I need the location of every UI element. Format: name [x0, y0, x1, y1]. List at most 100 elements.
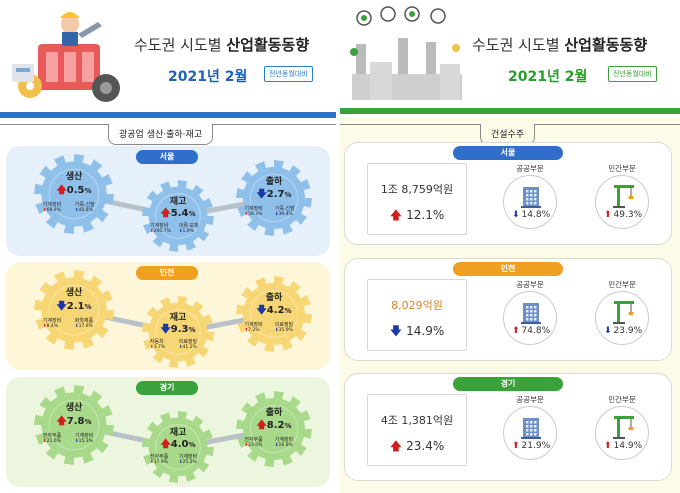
sub-industry-change: ⬇35.9% [275, 328, 293, 333]
inventory-gear: 재고🡅5.4%기계장비⬆240.7%의류·모피⬇1.9% [142, 180, 214, 252]
up-arrow-icon: ⬆ [149, 459, 154, 465]
shipment-change: 🡇4.2% [236, 303, 312, 320]
construction-yoy-change: 🡅23.4% [368, 437, 466, 458]
change-value: 5.4 [170, 207, 189, 219]
change-value: 7.8 [66, 415, 85, 427]
gear-shape [34, 154, 114, 234]
sub-change-value: 40.8% [78, 208, 93, 214]
sub-industry-label: 가죽·신발 [74, 202, 95, 209]
left-title: 수도권 시도별 산업활동동향 [134, 36, 310, 54]
public-sector-circle: ⬇14.8% [503, 175, 557, 229]
down-arrow-icon: ⬇ [178, 228, 183, 234]
inventory-change: 🡅4.0% [142, 437, 214, 454]
public-sector-label: 공공부문 [516, 280, 544, 289]
private-sector-label: 민간부문 [608, 395, 636, 404]
sub-industry-change: ⬆3.7% [150, 345, 165, 350]
up-arrow-icon: ⬆ [42, 208, 47, 214]
sub-change-value: 16.8% [278, 442, 293, 448]
mining-manufacturing-panel: 수도권 시도별 산업활동동향 2021년 2월 전년동월대비 광공업 생산·출하… [0, 0, 336, 493]
sub-industry-label: 기계장비 [244, 205, 263, 212]
change-value: 4.2 [266, 305, 285, 317]
office-building-icon [520, 415, 542, 439]
sub-industry-change: ⬆59.3% [244, 212, 262, 217]
construction-amount-box: 4조 1,381억원🡅23.4% [367, 394, 467, 466]
construction-crane-icon [612, 182, 636, 208]
change-unit: % [284, 307, 292, 316]
sector-change-value: 74.8% [521, 326, 551, 336]
sub-industry-change: ⬆240.7% [150, 229, 171, 234]
sub-change-value: 17.9% [153, 459, 168, 465]
sector-change-value: 23.9% [613, 326, 643, 336]
public-sector-circle: ⬆74.8% [503, 291, 557, 345]
left-compare-badge: 전년동월대비 [264, 66, 313, 82]
change-unit: % [284, 422, 292, 431]
factory-city-illustration-icon [350, 6, 462, 100]
up-arrow-icon: 🡅 [160, 438, 171, 450]
change-unit: % [188, 325, 196, 334]
shipment-gear: 출하🡇4.2%기계장비⬆7.2%의료정밀⬇35.9% [236, 276, 312, 352]
gear-shape [236, 276, 312, 352]
gear-shape [142, 296, 214, 368]
inventory-change: 🡇9.3% [142, 322, 214, 339]
down-arrow-icon: ⬇ [178, 344, 183, 350]
sub-industry-label: 기계장비 [244, 321, 263, 328]
change-value: 2.7 [266, 189, 285, 201]
construction-yoy-change: 🡇14.9% [368, 322, 466, 343]
gear-shape [142, 180, 214, 252]
up-arrow-icon: 🡅 [389, 208, 403, 222]
sub-change-value: 59.3% [248, 211, 263, 217]
up-arrow-icon: ⬆ [244, 327, 249, 333]
shipment-change: 🡇2.7% [236, 187, 312, 204]
sub-industry-label: 전자부품 [42, 433, 62, 440]
right-accent-bar [340, 108, 680, 114]
up-arrow-icon: ⬆ [604, 441, 612, 451]
private-sector-circle: ⬆14.9% [595, 406, 649, 460]
shipment-change: 🡅8.2% [236, 418, 312, 435]
private-sector-label: 민간부문 [608, 280, 636, 289]
down-arrow-icon: ⬇ [178, 459, 183, 465]
sub-change-value: 17.9% [78, 324, 93, 330]
up-arrow-icon: 🡅 [256, 420, 267, 432]
sub-industry-change: ⬆17.9% [150, 460, 168, 465]
down-arrow-icon: ⬇ [74, 439, 79, 445]
change-unit: % [84, 302, 92, 311]
inventory-change: 🡅5.4% [142, 206, 214, 223]
private-sector-circle: ⬆49.3% [595, 175, 649, 229]
up-arrow-icon: 🡅 [56, 415, 67, 427]
sub-change-value: 69.9% [46, 208, 61, 214]
construction-amount: 1조 8,759억원 [380, 183, 454, 196]
sub-change-value: 41.2% [182, 344, 197, 350]
gear-shape [34, 270, 114, 350]
down-arrow-icon: ⬇ [512, 210, 520, 220]
gear-shape [236, 160, 312, 236]
change-value: 9.3 [170, 323, 189, 335]
down-arrow-icon: ⬇ [604, 326, 612, 336]
construction-amount-box: 1조 8,759억원🡅12.1% [367, 163, 467, 235]
sub-industry-label: 가죽·신발 [274, 205, 295, 212]
sector-change-value: 21.9% [521, 441, 551, 451]
inventory-gear: 재고🡅4.0%전자부품⬆17.9%기계장비⬇25.2% [142, 411, 214, 483]
private-sector-change: ⬆14.9% [604, 441, 642, 451]
sub-industry-label: 기계장비 [74, 433, 94, 440]
sub-industry-change: ⬆23.0% [244, 443, 262, 448]
public-sector-label: 공공부문 [516, 395, 544, 404]
change-unit: % [284, 191, 292, 200]
shipment-label: 출하 [265, 177, 283, 188]
public-sector-label: 공공부문 [516, 164, 544, 173]
private-sector-label: 민간부문 [608, 164, 636, 173]
sub-industry-change: ⬆7.2% [244, 328, 259, 333]
sub-change-value: 25.2% [182, 459, 197, 465]
sub-change-value: 23.0% [248, 442, 263, 448]
up-arrow-icon: 🡅 [160, 207, 171, 219]
change-unit: % [84, 417, 92, 426]
public-sector-change: ⬆21.9% [512, 441, 550, 451]
right-compare-badge: 전년동월대비 [608, 66, 657, 82]
production-gear: 생산🡇2.1%기계장비⬆8.4%화학제품⬇17.9% [34, 270, 114, 350]
sub-industry-label: 자동차 [149, 339, 164, 346]
down-arrow-icon: 🡇 [256, 189, 267, 201]
change-value: 8.2 [266, 420, 285, 432]
